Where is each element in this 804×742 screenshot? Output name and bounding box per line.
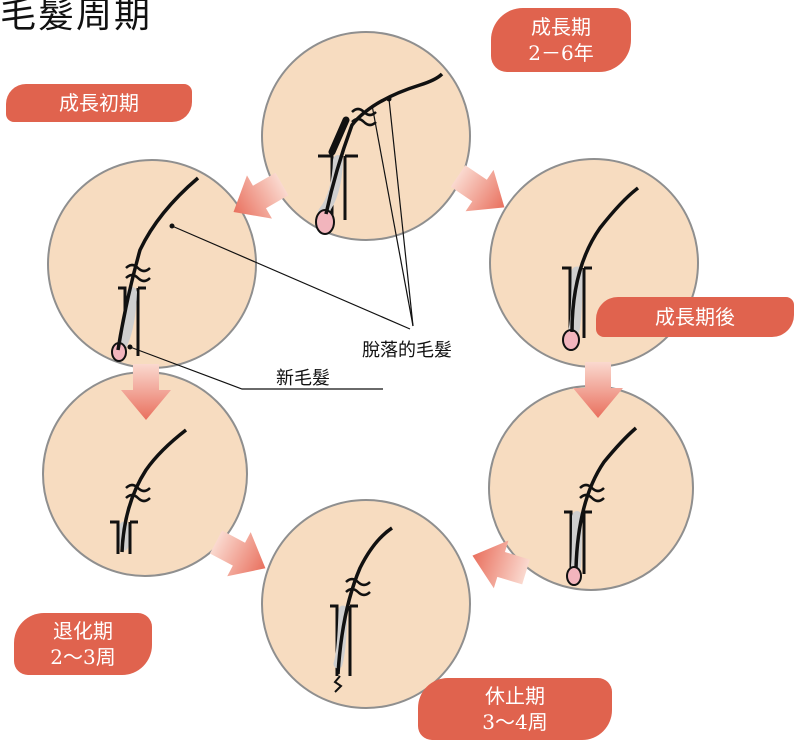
page-title: 毛髮周期 (0, 0, 153, 36)
stage-circle-early-growth (47, 159, 257, 369)
stage-circle-regression (42, 371, 248, 577)
stage-name-late-growth: 成長期後 (655, 305, 735, 329)
stage-duration-regression: 2～3周 (50, 645, 116, 669)
stage-duration-rest: 3～4周 (482, 710, 548, 734)
annotation-lines (129, 98, 414, 390)
stage-name-regression: 退化期 (53, 619, 113, 643)
stage-name-early-growth: 成長初期 (59, 91, 139, 115)
label-shed-hair: 脫落的毛髮 (362, 340, 452, 361)
stage-badge-late-growth: 成長期後 (596, 297, 794, 337)
stage-duration-growth: 2－6年 (528, 41, 594, 65)
stage-badge-growth: 成長期 2－6年 (491, 8, 631, 72)
stage-badge-early-growth: 成長初期 (6, 84, 192, 122)
stage-name-rest: 休止期 (485, 684, 545, 708)
stage-badge-rest: 休止期 3～4周 (418, 678, 612, 740)
stage-name-growth: 成長期 (531, 15, 591, 39)
stage-circle-growth (261, 31, 471, 241)
stage-badge-regression: 退化期 2～3周 (14, 613, 152, 675)
label-new-hair: 新毛髮 (276, 368, 330, 389)
stage-circle-rest (261, 499, 471, 709)
